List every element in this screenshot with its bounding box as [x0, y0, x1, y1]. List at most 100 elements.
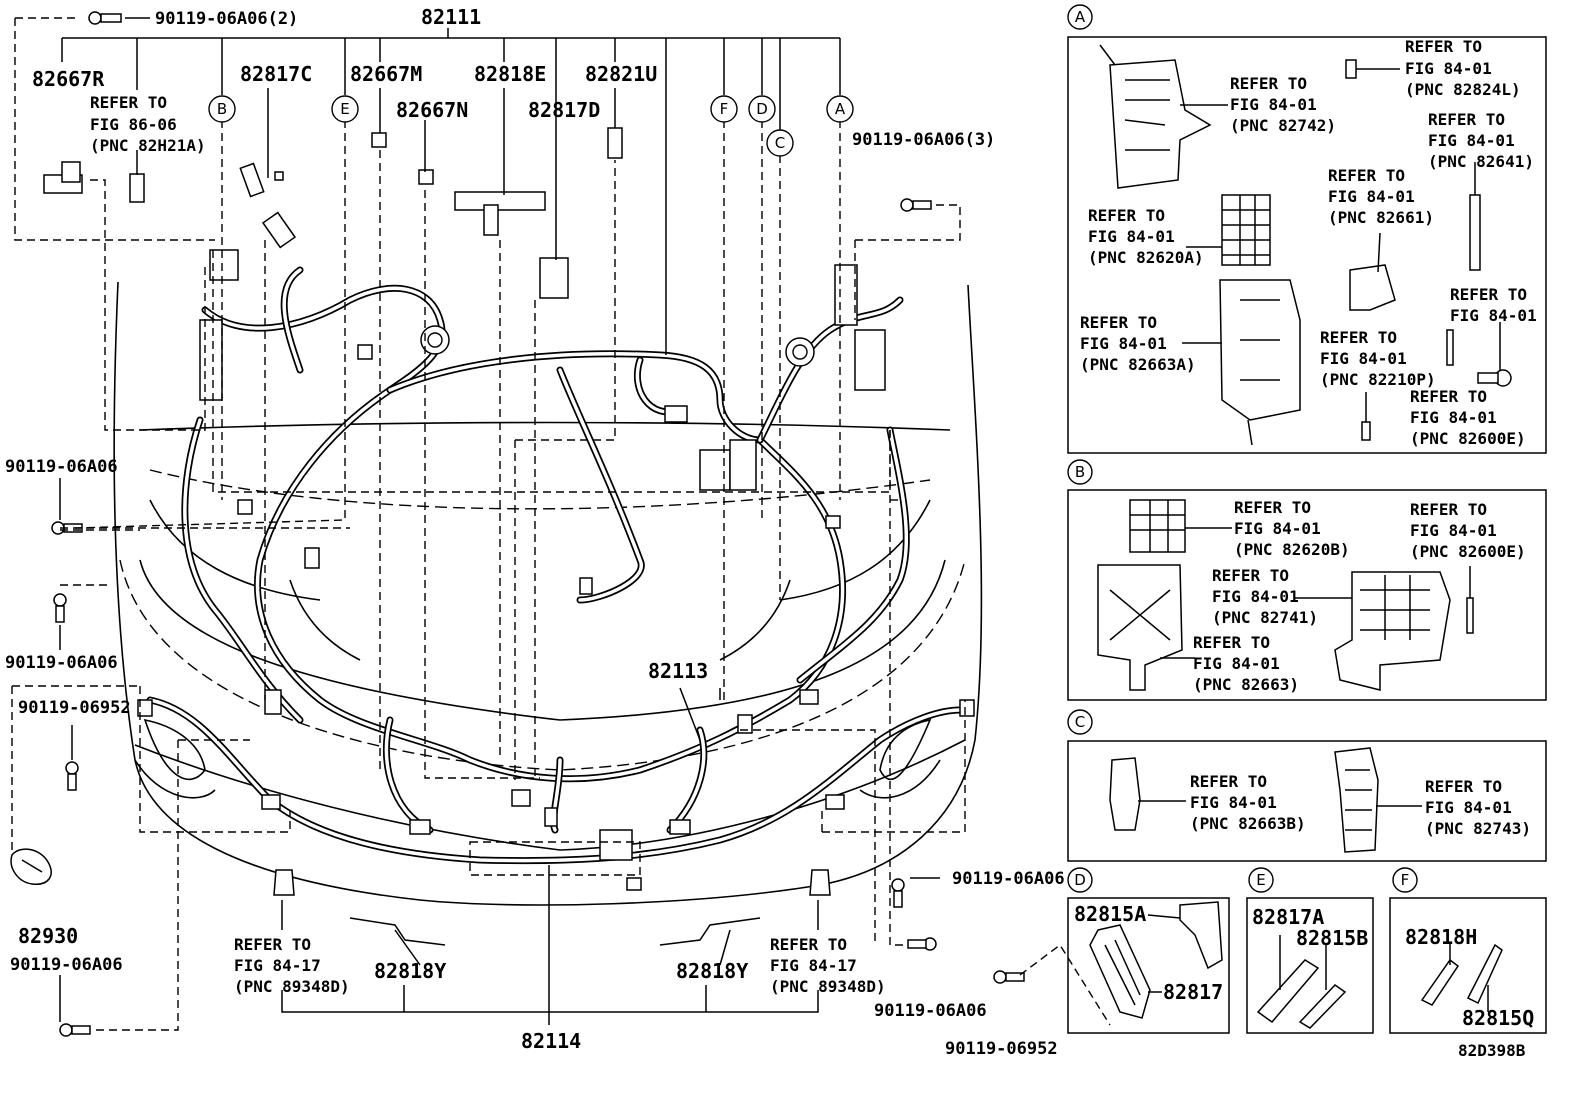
svg-text:(PNC 82743): (PNC 82743) [1425, 819, 1531, 838]
svg-text:C: C [775, 134, 785, 152]
svg-text:FIG 84-01: FIG 84-01 [1190, 793, 1277, 812]
svg-text:REFER TO: REFER TO [1193, 633, 1270, 652]
svg-text:REFER TO: REFER TO [1080, 313, 1157, 332]
svg-text:(PNC 82742): (PNC 82742) [1230, 116, 1336, 135]
part-82818y-right-label: 82818Y [676, 959, 748, 983]
svg-text:FIG 84-01: FIG 84-01 [1328, 187, 1415, 206]
svg-text:E: E [1256, 871, 1265, 889]
svg-text:REFER TO: REFER TO [1212, 566, 1289, 585]
svg-text:FIG 84-01: FIG 84-01 [1320, 349, 1407, 368]
svg-text:A: A [1075, 8, 1086, 26]
svg-text:FIG 84-01: FIG 84-01 [1405, 59, 1492, 78]
bolt-label-left3: 90119-06952 [18, 698, 131, 718]
svg-text:D: D [1074, 871, 1086, 889]
panel-c: C REFER TO FIG 84-01 (PNC 82663B) REFER … [1067, 709, 1547, 862]
svg-text:(PNC 82663A): (PNC 82663A) [1080, 355, 1196, 374]
svg-text:FIG 84-01: FIG 84-01 [1425, 798, 1512, 817]
ref-8417l-line2: FIG 84-17 [234, 956, 321, 975]
bolt-label-bot3: 90119-06952 [945, 1039, 1058, 1059]
callout-b: B [208, 95, 236, 123]
svg-text:REFER TO: REFER TO [1320, 328, 1397, 347]
callout-e: E [331, 95, 359, 123]
bolt-label-top: 90119-06A06(2) [155, 9, 298, 29]
svg-text:FIG 84-01: FIG 84-01 [1080, 334, 1167, 353]
svg-text:REFER TO: REFER TO [1450, 285, 1527, 304]
svg-text:REFER TO: REFER TO [1428, 110, 1505, 129]
svg-text:REFER TO: REFER TO [1410, 500, 1487, 519]
panel-f: F 82818H 82815Q [1389, 867, 1547, 1034]
svg-text:FIG 84-01: FIG 84-01 [1088, 227, 1175, 246]
svg-text:F: F [720, 100, 729, 118]
svg-text:FIG 84-01: FIG 84-01 [1230, 95, 1317, 114]
ref-8417r-line1: REFER TO [770, 935, 847, 954]
panel-a: A REFER TO FIG 84-01 (PNC 82824L) REFER … [1067, 4, 1547, 454]
svg-text:REFER TO: REFER TO [1088, 206, 1165, 225]
svg-text:FIG 84-01: FIG 84-01 [1410, 521, 1497, 540]
part-82113-label: 82113 [648, 659, 708, 683]
svg-text:82818H: 82818H [1405, 925, 1477, 949]
harness-connectors [43, 127, 975, 946]
svg-text:(PNC 82620A): (PNC 82620A) [1088, 248, 1204, 267]
part-82667n-label: 82667N [396, 98, 468, 122]
bolt-icon [993, 970, 1025, 984]
panel-b: B REFER TO FIG 84-01 (PNC 82620B) REFER … [1067, 459, 1547, 701]
svg-text:82817A: 82817A [1252, 905, 1324, 929]
callout-c: C [766, 129, 794, 157]
svg-text:REFER TO: REFER TO [1234, 498, 1311, 517]
svg-text:REFER TO: REFER TO [1190, 772, 1267, 791]
bolt-icon [53, 593, 67, 623]
ref-86-line1: REFER TO [90, 93, 167, 112]
panel-d: D 82815A 82817 [1067, 867, 1230, 1034]
svg-text:(PNC 82661): (PNC 82661) [1328, 208, 1434, 227]
svg-text:(PNC 82663B): (PNC 82663B) [1190, 814, 1306, 833]
svg-text:REFER TO: REFER TO [1328, 166, 1405, 185]
svg-text:(PNC 82600E): (PNC 82600E) [1410, 429, 1526, 448]
svg-text:REFER TO: REFER TO [1405, 37, 1482, 56]
bolt-icon [907, 937, 937, 951]
svg-text:FIG 84-01: FIG 84-01 [1410, 408, 1497, 427]
bolt-icon [59, 1023, 91, 1037]
part-82114-label: 82114 [521, 1029, 581, 1053]
bolt-label-left2: 90119-06A06 [5, 653, 118, 673]
part-82667m-label: 82667M [350, 62, 422, 86]
svg-text:(PNC 82663): (PNC 82663) [1193, 675, 1299, 694]
svg-text:D: D [756, 100, 768, 118]
svg-text:B: B [217, 100, 227, 118]
svg-text:REFER TO: REFER TO [1230, 74, 1307, 93]
part-82818e-label: 82818E [474, 62, 546, 86]
svg-text:FIG 84-01: FIG 84-01 [1193, 654, 1280, 673]
svg-text:(PNC 82741): (PNC 82741) [1212, 608, 1318, 627]
main-labels: 90119-06A06(2) 82111 82667R 82817C 82667… [5, 5, 1526, 1060]
callout-d: D [748, 95, 776, 123]
bolt-label-bot1: 90119-06A06 [952, 869, 1065, 889]
bolt-icon [900, 198, 932, 212]
bolt-icons [51, 11, 1025, 1037]
bolt-label-bot2: 90119-06A06 [874, 1001, 987, 1021]
ref-8417r-line3: (PNC 89348D) [770, 977, 886, 996]
svg-text:FIG 84-01: FIG 84-01 [1234, 519, 1321, 538]
bolt-icon [891, 878, 905, 908]
svg-text:FIG 84-01: FIG 84-01 [1428, 131, 1515, 150]
figure-code: 82D398B [1458, 1041, 1526, 1060]
part-82817d-label: 82817D [528, 98, 600, 122]
svg-text:FIG 84-01: FIG 84-01 [1212, 587, 1299, 606]
svg-text:(PNC 82620B): (PNC 82620B) [1234, 540, 1350, 559]
bolt-label-right3: 90119-06A06(3) [852, 130, 995, 150]
svg-text:FIG 84-01: FIG 84-01 [1450, 306, 1537, 325]
svg-text:82815B: 82815B [1296, 926, 1368, 950]
svg-text:(PNC 82600E): (PNC 82600E) [1410, 542, 1526, 561]
svg-text:REFER TO: REFER TO [1410, 387, 1487, 406]
svg-text:REFER TO: REFER TO [1425, 777, 1502, 796]
svg-text:C: C [1075, 713, 1085, 731]
clip-82930-part [10, 848, 52, 885]
part-82817c-label: 82817C [240, 62, 312, 86]
callout-f: F [710, 95, 738, 123]
ref-8417r-line2: FIG 84-17 [770, 956, 857, 975]
svg-text:(PNC 82824L): (PNC 82824L) [1405, 80, 1521, 99]
bolt-icon [65, 761, 79, 791]
main-wire-harness [146, 266, 964, 865]
svg-text:(PNC 82210P): (PNC 82210P) [1320, 370, 1436, 389]
leader-lines [59, 17, 940, 1025]
bolt-label-left4: 90119-06A06 [10, 955, 123, 975]
